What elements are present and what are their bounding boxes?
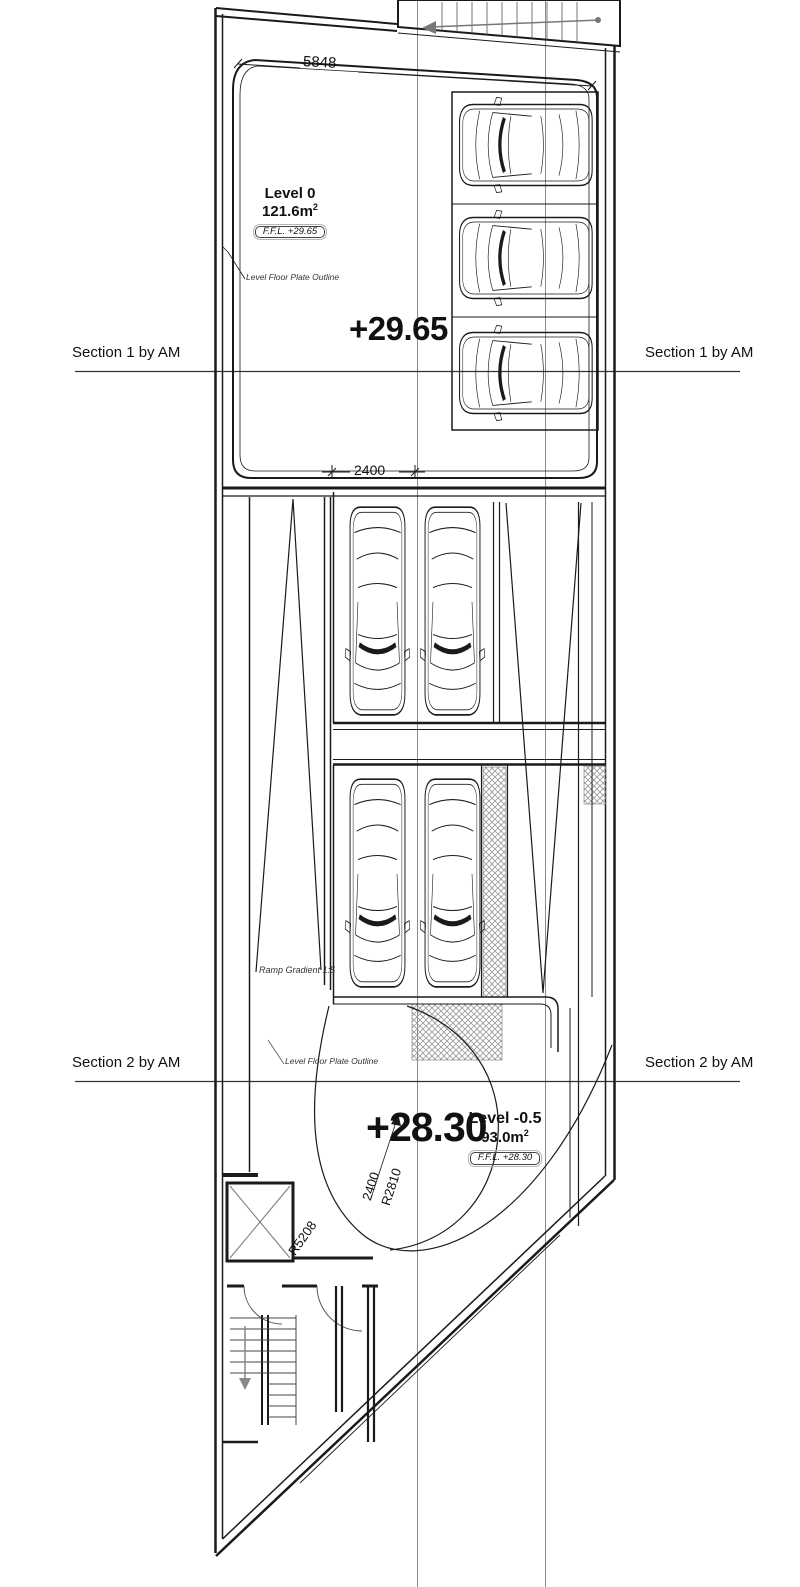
entry-ramp [397, 0, 621, 53]
dim-2400-label: 2400 [354, 462, 386, 478]
door-swing [316, 1285, 363, 1332]
car-top-view [345, 507, 410, 715]
ramp-gradient-note: Ramp Gradient 1:5 [259, 965, 336, 975]
levelm05-ffl-tag: F.F.L. +28.30 [467, 1149, 543, 1167]
car-top-view [460, 210, 593, 305]
levelm05-label-block: Level -0.5 93.0m2 F.F.L. +28.30 [446, 1110, 564, 1167]
ramp-slope-triangle [255, 498, 322, 973]
stair-core [222, 1284, 378, 1444]
stair-direction-arrow [239, 1326, 251, 1390]
ramp-lane [248, 497, 332, 1172]
level0-name: Level 0 [264, 185, 316, 202]
section-lines [75, 370, 740, 1083]
car-top-view [345, 779, 410, 987]
dim-2400-line [322, 465, 425, 479]
outer-walls [214, 7, 616, 1557]
car-top-view [460, 325, 593, 420]
hatch-block [411, 1003, 503, 1061]
outer-turning-arc [313, 1005, 613, 1252]
section2-label-right: Section 2 by AM [645, 1054, 754, 1071]
section1-label-right: Section 1 by AM [645, 344, 754, 361]
void-vee [505, 502, 582, 994]
grid-lines [417, 0, 546, 1587]
lift-shaft [222, 1173, 373, 1263]
stair-treads [230, 1315, 297, 1425]
section1-label-left: Section 1 by AM [72, 344, 181, 361]
dim-5848-line [233, 58, 597, 91]
turning-arcs [313, 1005, 613, 1252]
mid-parking-platforms [332, 492, 607, 1226]
hatch-block-right [583, 765, 607, 805]
plate2-leader [267, 1039, 285, 1065]
dim-5848-label: 5848 [302, 53, 337, 72]
section2-label-left: Section 2 by AM [72, 1054, 181, 1071]
level0-label-block: Level 0 121.6m2 F.F.L. +29.65 [233, 185, 347, 241]
inner-turning-arc [389, 1005, 499, 1251]
level0-parking-bay [451, 91, 599, 431]
plate-outline-note-2: Level Floor Plate Outline [285, 1056, 379, 1066]
ramp-direction-arrow [422, 17, 601, 34]
level0-area: 121.6m2 [262, 202, 318, 221]
slab-edge [222, 486, 606, 497]
door-swing [243, 1285, 283, 1325]
hatch-strip [482, 766, 507, 998]
lift-x [229, 1185, 291, 1259]
car-top-view [460, 97, 593, 192]
level0-plate-outline [221, 58, 598, 479]
levelm05-area: 93.0m2 [481, 1128, 529, 1147]
levelm05-spot-elevation: +28.30 [366, 1104, 488, 1150]
car-top-view [420, 507, 485, 715]
level0-spot-elevation: +29.65 [349, 310, 448, 347]
levelm05-name: Level -0.5 [468, 1110, 542, 1127]
plate-outline-note-1: Level Floor Plate Outline [246, 272, 340, 282]
level0-ffl-tag: F.F.L. +29.65 [252, 223, 328, 241]
car-top-view [420, 779, 485, 987]
